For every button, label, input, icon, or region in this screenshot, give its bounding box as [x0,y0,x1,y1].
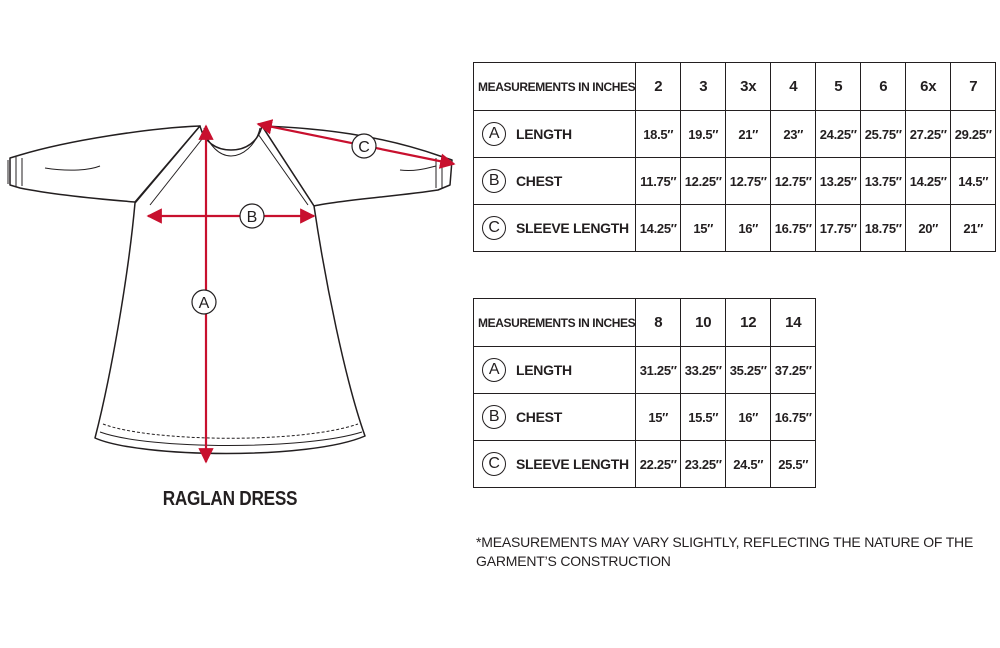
row-label: B CHEST [472,157,637,205]
value-cell: 16.75″ [770,393,817,441]
value-cell: 27.25″ [905,110,952,158]
value-cell: 35.25″ [725,346,772,394]
value-cell: 14.25″ [635,204,682,252]
table-row: B CHEST 15″ 15.5″ 16″ 16.75″ [472,393,817,441]
value-cell: 25.75″ [860,110,907,158]
row-label-text: CHEST [516,409,562,425]
marker-b: B [239,203,265,229]
value-cell: 24.25″ [815,110,862,158]
table-header-row: MEASUREMENTS IN INCHES 8 10 12 14 [472,298,817,347]
value-cell: 19.5″ [680,110,727,158]
svg-text:A: A [199,295,210,312]
row-label-text: SLEEVE LENGTH [516,220,629,236]
marker-circle: A [482,122,506,146]
garment-title: RAGLAN DRESS [162,488,298,510]
marker-circle: B [482,169,506,193]
marker-c: C [351,133,377,159]
measurement-disclaimer: *MEASUREMENTS MAY VARY SLIGHTLY, REFLECT… [476,534,974,569]
value-cell: 18.75″ [860,204,907,252]
row-label: A LENGTH [472,110,637,158]
value-cell: 12.75″ [725,157,772,205]
row-label: C SLEEVE LENGTH [472,440,637,488]
header-cell: MEASUREMENTS IN INCHES [472,298,637,347]
value-cell: 11.75″ [635,157,682,205]
dress-outline [9,125,453,455]
value-cell: 18.5″ [635,110,682,158]
row-label: A LENGTH [472,346,637,394]
table-row: C SLEEVE LENGTH 22.25″ 23.25″ 24.5″ 25.5″ [472,440,817,488]
value-cell: 24.5″ [725,440,772,488]
row-label-text: SLEEVE LENGTH [516,456,629,472]
value-cell: 12.25″ [680,157,727,205]
size-cell: 2 [635,62,682,111]
size-cell: 6x [905,62,952,111]
marker-circle: A [482,358,506,382]
value-cell: 13.25″ [815,157,862,205]
value-cell: 15.5″ [680,393,727,441]
svg-text:B: B [247,209,258,226]
marker-circle: C [482,216,506,240]
size-cell: 10 [680,298,727,347]
table-row: C SLEEVE LENGTH 14.25″ 15″ 16″ 16.75″ 17.… [472,204,997,252]
size-chart-table-1: MEASUREMENTS IN INCHES 2 3 3x 4 5 6 6x 7… [472,62,997,252]
size-cell: 12 [725,298,772,347]
row-label-text: CHEST [516,173,562,189]
size-cell: 8 [635,298,682,347]
value-cell: 29.25″ [950,110,997,158]
value-cell: 37.25″ [770,346,817,394]
header-cell: MEASUREMENTS IN INCHES [472,62,637,111]
table-row: A LENGTH 31.25″ 33.25″ 35.25″ 37.25″ [472,346,817,394]
row-label: C SLEEVE LENGTH [472,204,637,252]
size-cell: 7 [950,62,997,111]
marker-circle: C [482,452,506,476]
table-row: A LENGTH 18.5″ 19.5″ 21″ 23″ 24.25″ 25.75… [472,110,997,158]
size-chart-table-2: MEASUREMENTS IN INCHES 8 10 12 14 A LENGT… [472,298,817,488]
marker-circle: B [482,405,506,429]
size-cell: 3 [680,62,727,111]
size-cell: 4 [770,62,817,111]
marker-a: A [191,289,217,315]
value-cell: 23″ [770,110,817,158]
value-cell: 21″ [725,110,772,158]
value-cell: 16″ [725,204,772,252]
value-cell: 17.75″ [815,204,862,252]
value-cell: 33.25″ [680,346,727,394]
value-cell: 21″ [950,204,997,252]
table-row: B CHEST 11.75″ 12.25″ 12.75″ 12.75″ 13.25… [472,157,997,205]
value-cell: 16″ [725,393,772,441]
garment-illustration: A B C [7,119,456,464]
size-cell: 6 [860,62,907,111]
value-cell: 16.75″ [770,204,817,252]
size-cell: 14 [770,298,817,347]
value-cell: 15″ [680,204,727,252]
value-cell: 12.75″ [770,157,817,205]
value-cell: 25.5″ [770,440,817,488]
value-cell: 15″ [635,393,682,441]
value-cell: 31.25″ [635,346,682,394]
row-label: B CHEST [472,393,637,441]
value-cell: 22.25″ [635,440,682,488]
size-cell: 3x [725,62,772,111]
table-header-row: MEASUREMENTS IN INCHES 2 3 3x 4 5 6 6x 7 [472,62,997,111]
value-cell: 13.75″ [860,157,907,205]
value-cell: 14.25″ [905,157,952,205]
row-label-text: LENGTH [516,362,572,378]
value-cell: 14.5″ [950,157,997,205]
row-label-text: LENGTH [516,126,572,142]
svg-text:C: C [358,139,370,156]
value-cell: 20″ [905,204,952,252]
value-cell: 23.25″ [680,440,727,488]
size-cell: 5 [815,62,862,111]
